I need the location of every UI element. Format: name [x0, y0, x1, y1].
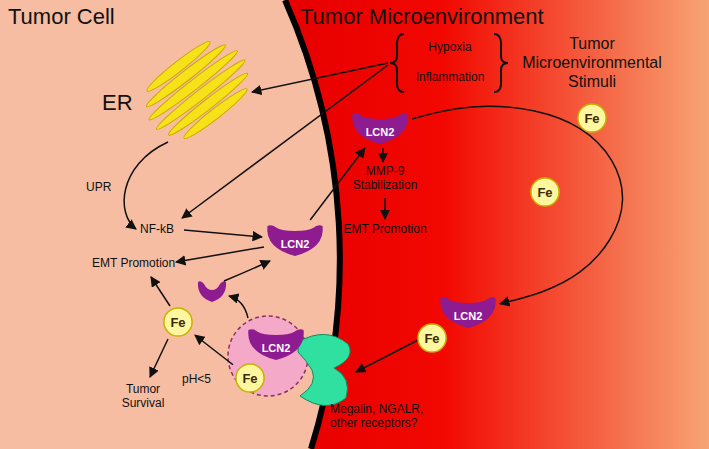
er-cisterna — [166, 69, 251, 138]
lcn2-body — [440, 297, 496, 328]
process-label: EMT Promotion — [335, 222, 435, 236]
er-stack — [131, 28, 262, 152]
lcn2-protein: LCN2 — [438, 294, 498, 330]
node-text: Fe — [424, 331, 439, 346]
arrow — [124, 142, 168, 229]
process-label: NF-kB — [140, 222, 174, 236]
arrow — [382, 148, 384, 162]
arrow — [184, 230, 262, 237]
lcn2-protein: LCN2 — [350, 110, 410, 146]
node-text: LCN2 — [281, 238, 310, 250]
iron-body — [164, 308, 192, 336]
cell-ground — [0, 0, 340, 449]
node-text: LCN2 — [366, 126, 395, 138]
iron-body — [236, 364, 264, 392]
lcn2-body — [248, 329, 304, 360]
connector-arrow — [412, 106, 623, 304]
organelle-label: ER — [102, 90, 133, 116]
node-text: Fe — [242, 371, 257, 386]
node-text: Fe — [584, 111, 599, 126]
node-text: LCN2 — [454, 310, 483, 322]
stimulus-label: Hypoxia — [405, 40, 495, 54]
arrow — [151, 277, 170, 306]
node-text: Fe — [170, 315, 185, 330]
condition-label: pH<5 — [182, 372, 211, 386]
iron-body — [531, 178, 559, 206]
process-label: EMT Promotion — [92, 256, 175, 270]
arrow — [224, 261, 270, 281]
group-label: Tumor Microenvironmental Stimuli — [512, 34, 672, 92]
arrow — [356, 340, 418, 372]
lcn2-protein: LCN2 — [265, 222, 325, 258]
lcn2-protein: LCN2 — [246, 326, 306, 362]
lcn2-symbol — [198, 281, 226, 302]
arrow — [182, 65, 388, 218]
brace — [390, 34, 404, 92]
node-text: Fe — [537, 185, 552, 200]
region-label: Tumor Microenvironment — [300, 4, 544, 30]
region-label: Tumor Cell — [8, 4, 115, 30]
iron-ion: Fe — [235, 363, 265, 393]
iron-body — [578, 104, 606, 132]
iron-ion: Fe — [163, 307, 193, 337]
iron-ion: Fe — [530, 177, 560, 207]
stimulus-label: Inflammation — [405, 70, 495, 84]
iron-body — [418, 324, 446, 352]
iron-ion: Fe — [417, 323, 447, 353]
arrow — [384, 198, 386, 219]
arrow — [176, 247, 264, 262]
arrows — [124, 63, 418, 377]
node-text: LCN2 — [262, 342, 291, 354]
lcn2-body — [352, 113, 408, 144]
process-label: UPR — [86, 180, 111, 194]
lcn2-body — [267, 225, 323, 256]
process-label: Tumor Survival — [108, 382, 178, 411]
endosome — [228, 316, 308, 396]
arrow — [229, 296, 248, 318]
receptor-symbol — [298, 334, 350, 405]
arrow — [252, 63, 388, 92]
brace — [494, 34, 508, 92]
iron-ion: Fe — [577, 103, 607, 133]
process-label: MMP-9 Stabilization — [340, 164, 430, 193]
receptor-label: Megalin, NGALR, other receptors? — [330, 402, 440, 431]
er-cisterna — [181, 85, 250, 142]
connector-arrow — [195, 335, 233, 365]
arrow — [150, 339, 168, 377]
